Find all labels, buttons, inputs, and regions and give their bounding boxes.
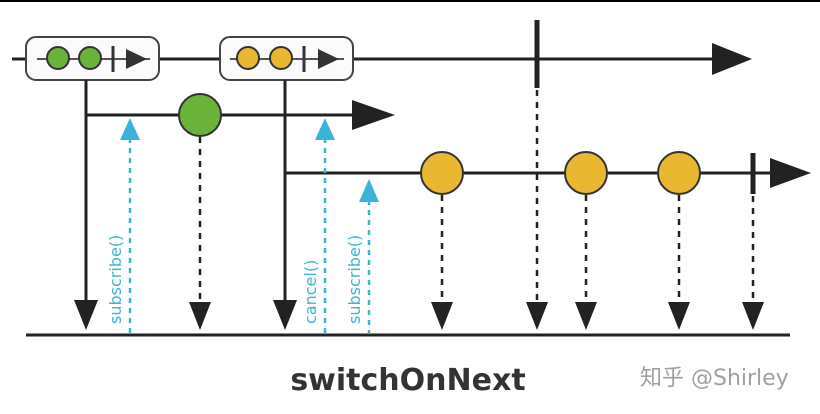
- green-inner-timeline: [74, 80, 395, 330]
- subscribe-arrow-second: [359, 179, 379, 333]
- mini-marble-yellow-2: [269, 46, 293, 70]
- yellow-timeline-arrowhead: [770, 158, 811, 188]
- emission-drop-lines: [431, 90, 764, 330]
- subscribe-label-first: subscribe(): [106, 235, 125, 324]
- yellow-inner-timeline: [273, 80, 811, 330]
- subscribe-label-second: subscribe(): [345, 235, 364, 324]
- watermark: 知乎 @Shirley: [640, 366, 789, 391]
- yellow-marble-2: [564, 151, 608, 195]
- yellow-marble-3: [657, 151, 701, 195]
- subscribe-arrow-first: [120, 118, 140, 333]
- yellow-marble-1: [420, 151, 464, 195]
- diagram-title: switchOnNext: [290, 363, 525, 398]
- mini-marble-yellow-1: [236, 46, 260, 70]
- green-marble: [178, 93, 222, 137]
- cancel-label: cancel(): [301, 260, 320, 324]
- outer-timeline-arrowhead: [712, 43, 752, 75]
- inner-observable-box-yellow: [219, 36, 354, 81]
- mini-marble-green-2: [78, 46, 102, 70]
- green-timeline-arrowhead: [352, 100, 395, 130]
- mini-marble-green-1: [46, 46, 70, 70]
- cancel-arrow: [315, 118, 335, 333]
- inner-observable-box-green: [25, 36, 160, 81]
